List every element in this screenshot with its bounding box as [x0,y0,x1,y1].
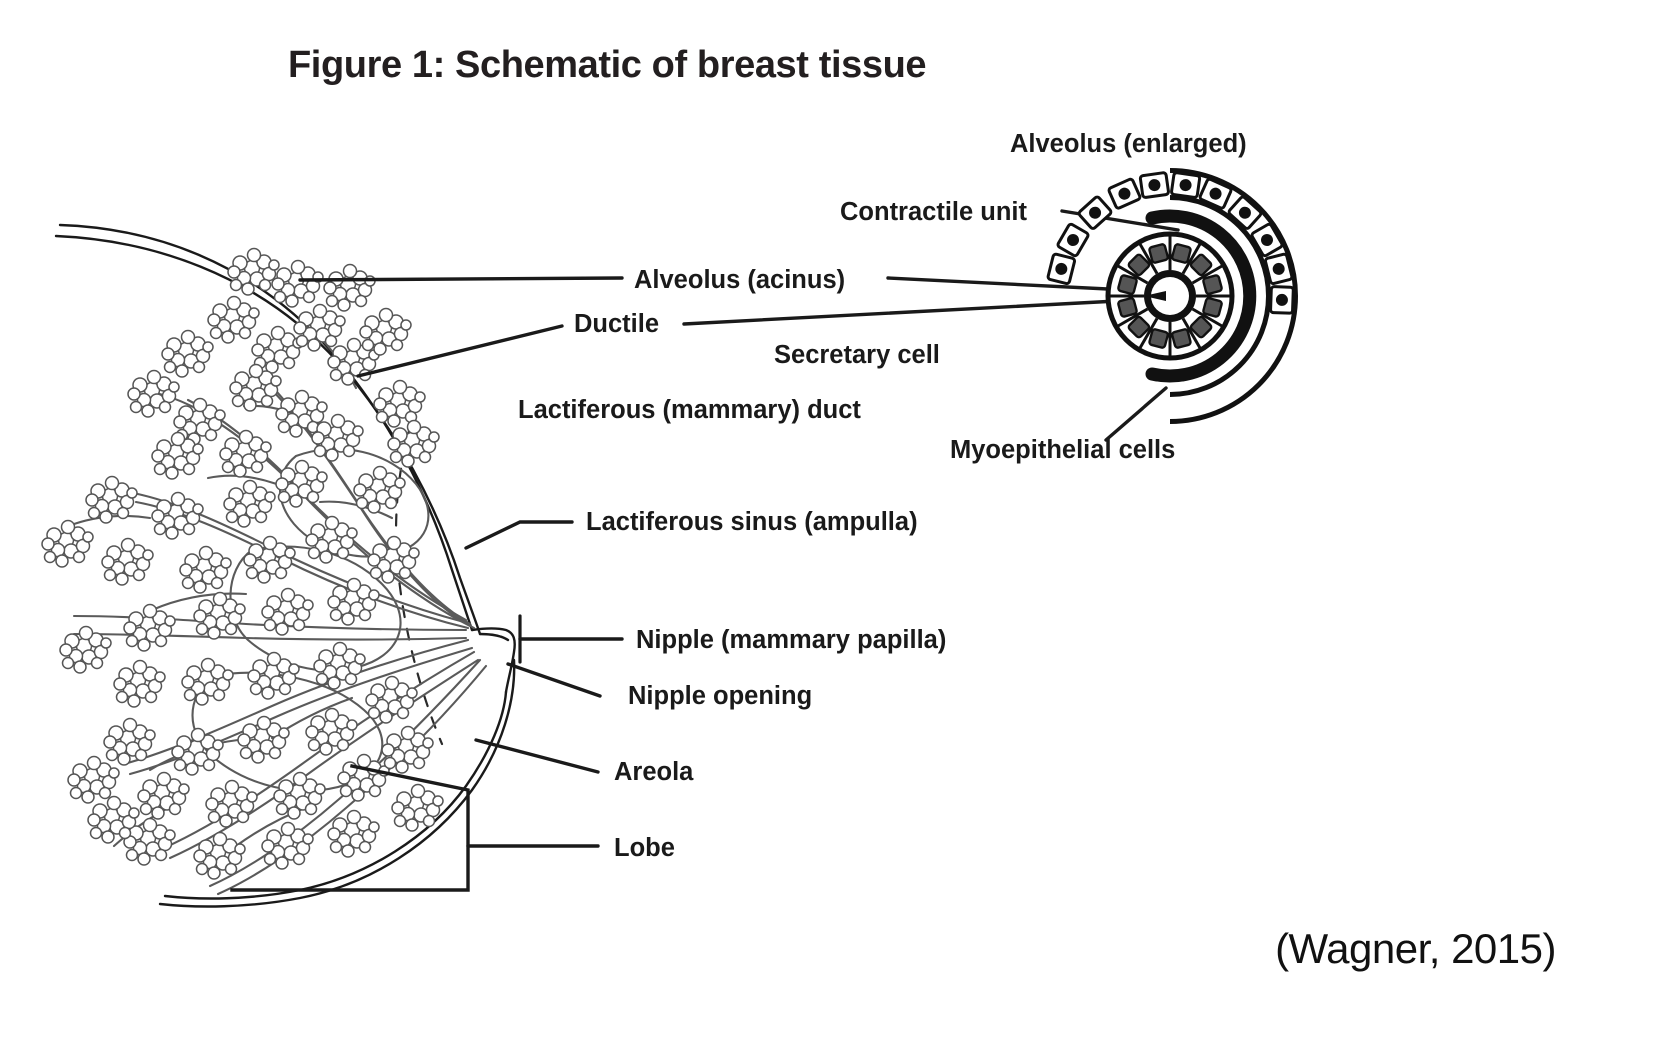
label-lactiferous-sinus: Lactiferous sinus (ampulla) [586,508,918,536]
leader-alveolus-acinus-left [298,276,624,282]
label-lactiferous-duct: Lactiferous (mammary) duct [518,396,861,424]
figure-citation: (Wagner, 2015) [1275,925,1556,972]
label-alveolus-acinus: Alveolus (acinus) [634,266,845,294]
label-nipple-opening: Nipple opening [628,682,812,710]
leader-myoepithelial-cells [1104,386,1168,442]
contractile-unit-band [1145,209,1257,383]
leader-lactiferous-sinus [464,520,574,550]
label-ductile: Ductile [574,310,659,338]
leader-lines [298,209,1180,848]
page-title: Figure 1: Schematic of breast tissue [288,44,927,86]
diagram-labels: Alveolus (enlarged) Contractile unit Alv… [518,130,1247,862]
secretory-cell-ring [1108,234,1232,358]
label-contractile-unit: Contractile unit [840,198,1028,226]
label-alveolus-enlarged: Alveolus (enlarged) [1010,130,1247,158]
leader-alveolus-acinus-right [886,276,1130,292]
label-secretary-cell: Secretary cell [774,341,940,369]
label-myoepithelial-cells: Myoepithelial cells [950,436,1175,464]
myoepithelial-cell-ring [1046,168,1298,424]
lobe-bracket [230,763,470,892]
leader-ductile-left [356,324,564,378]
label-areola: Areola [614,758,694,786]
diagram-canvas: Alveolus (enlarged) Contractile unit Alv… [41,130,1298,908]
alveolus-inset [1046,168,1298,424]
leader-areola [474,738,600,774]
breast-tissue-diagram: Alveolus (enlarged) Contractile unit Alv… [0,100,1400,920]
label-nipple: Nipple (mammary papilla) [636,626,946,654]
leader-ductile-right [682,298,1138,326]
leader-nipple-opening [506,662,602,698]
alveolar-clusters [41,247,444,880]
label-lobe: Lobe [614,834,675,862]
alveolus-lumen [1144,270,1196,322]
